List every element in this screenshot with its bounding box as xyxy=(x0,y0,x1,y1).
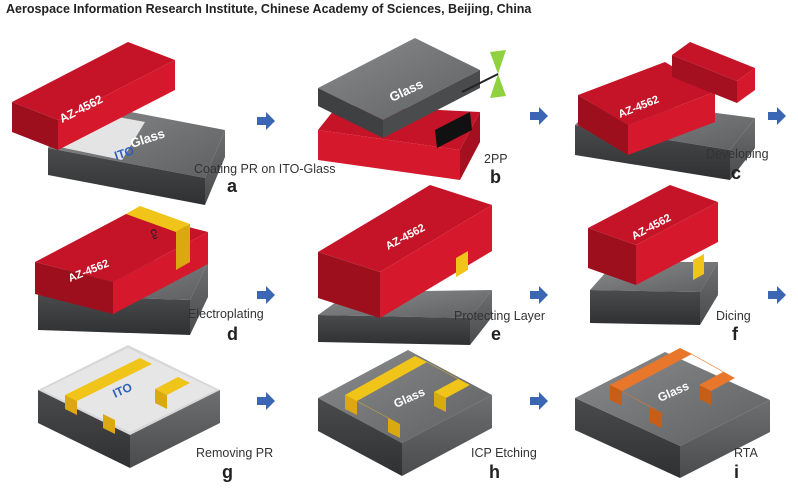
arrow-icon xyxy=(530,286,548,304)
glass-substrate xyxy=(575,352,770,478)
step-letter: f xyxy=(732,324,739,344)
step-a: AZ-4562 ITO Glass Coating PR on ITO-Glas… xyxy=(12,42,336,205)
step-label: ICP Etching xyxy=(471,446,537,460)
metal-edge xyxy=(693,254,704,280)
metal-label: Cu xyxy=(148,228,160,241)
metal-electrode xyxy=(345,356,470,438)
arrow-icon xyxy=(768,107,786,125)
photoresist-block xyxy=(588,185,718,285)
metal-edge xyxy=(456,251,468,277)
step-h: Glass ICP Etching h xyxy=(318,350,537,482)
step-letter: g xyxy=(222,462,233,482)
step-letter: i xyxy=(734,462,739,482)
arrow-icon xyxy=(530,107,548,125)
annealed-electrode xyxy=(610,348,735,428)
step-label: Coating PR on ITO-Glass xyxy=(194,162,336,176)
step-b: Glass 2PP b xyxy=(318,38,508,187)
step-letter: b xyxy=(490,167,501,187)
arrow-icon xyxy=(257,392,275,410)
step-f: AZ-4562 Dicing f xyxy=(588,185,751,344)
step-letter: c xyxy=(731,163,741,183)
step-i: Glass RTA i xyxy=(575,348,770,482)
ito-label: ITO xyxy=(113,143,136,162)
step-label: Protecting Layer xyxy=(454,309,545,323)
arrow-icon xyxy=(530,392,548,410)
metal-electrode xyxy=(65,358,190,434)
photoresist-small xyxy=(672,42,755,103)
affiliation-header: Aerospace Information Research Institute… xyxy=(6,2,532,16)
step-c: AZ-4562 Developing c xyxy=(575,42,769,183)
metal-electrode xyxy=(126,206,190,270)
step-label: RTA xyxy=(734,446,759,460)
photoresist-block xyxy=(318,185,492,318)
laser-beam-icon xyxy=(461,50,506,98)
step-letter: e xyxy=(491,324,501,344)
ito-surface xyxy=(42,348,216,432)
step-letter: h xyxy=(489,462,500,482)
step-letter: a xyxy=(227,176,238,196)
photoresist-block xyxy=(12,42,175,150)
arrow-icon xyxy=(257,286,275,304)
step-letter: d xyxy=(227,324,238,344)
exposed-region xyxy=(435,112,472,148)
arrow-icon xyxy=(257,112,275,130)
glass-block xyxy=(318,38,480,138)
step-label: Electroplating xyxy=(188,307,264,321)
step-g: ITO Removing PR g xyxy=(38,345,273,482)
arrow-icon xyxy=(768,286,786,304)
step-label: Dicing xyxy=(716,309,751,323)
step-d: Cu AZ-4562 Electroplating d xyxy=(35,206,264,344)
step-e: AZ-4562 Protecting Layer e xyxy=(318,185,545,345)
step-label: 2PP xyxy=(484,152,508,166)
step-label: Developing xyxy=(706,147,769,161)
glass-substrate xyxy=(318,350,492,476)
step-label: Removing PR xyxy=(196,446,273,460)
